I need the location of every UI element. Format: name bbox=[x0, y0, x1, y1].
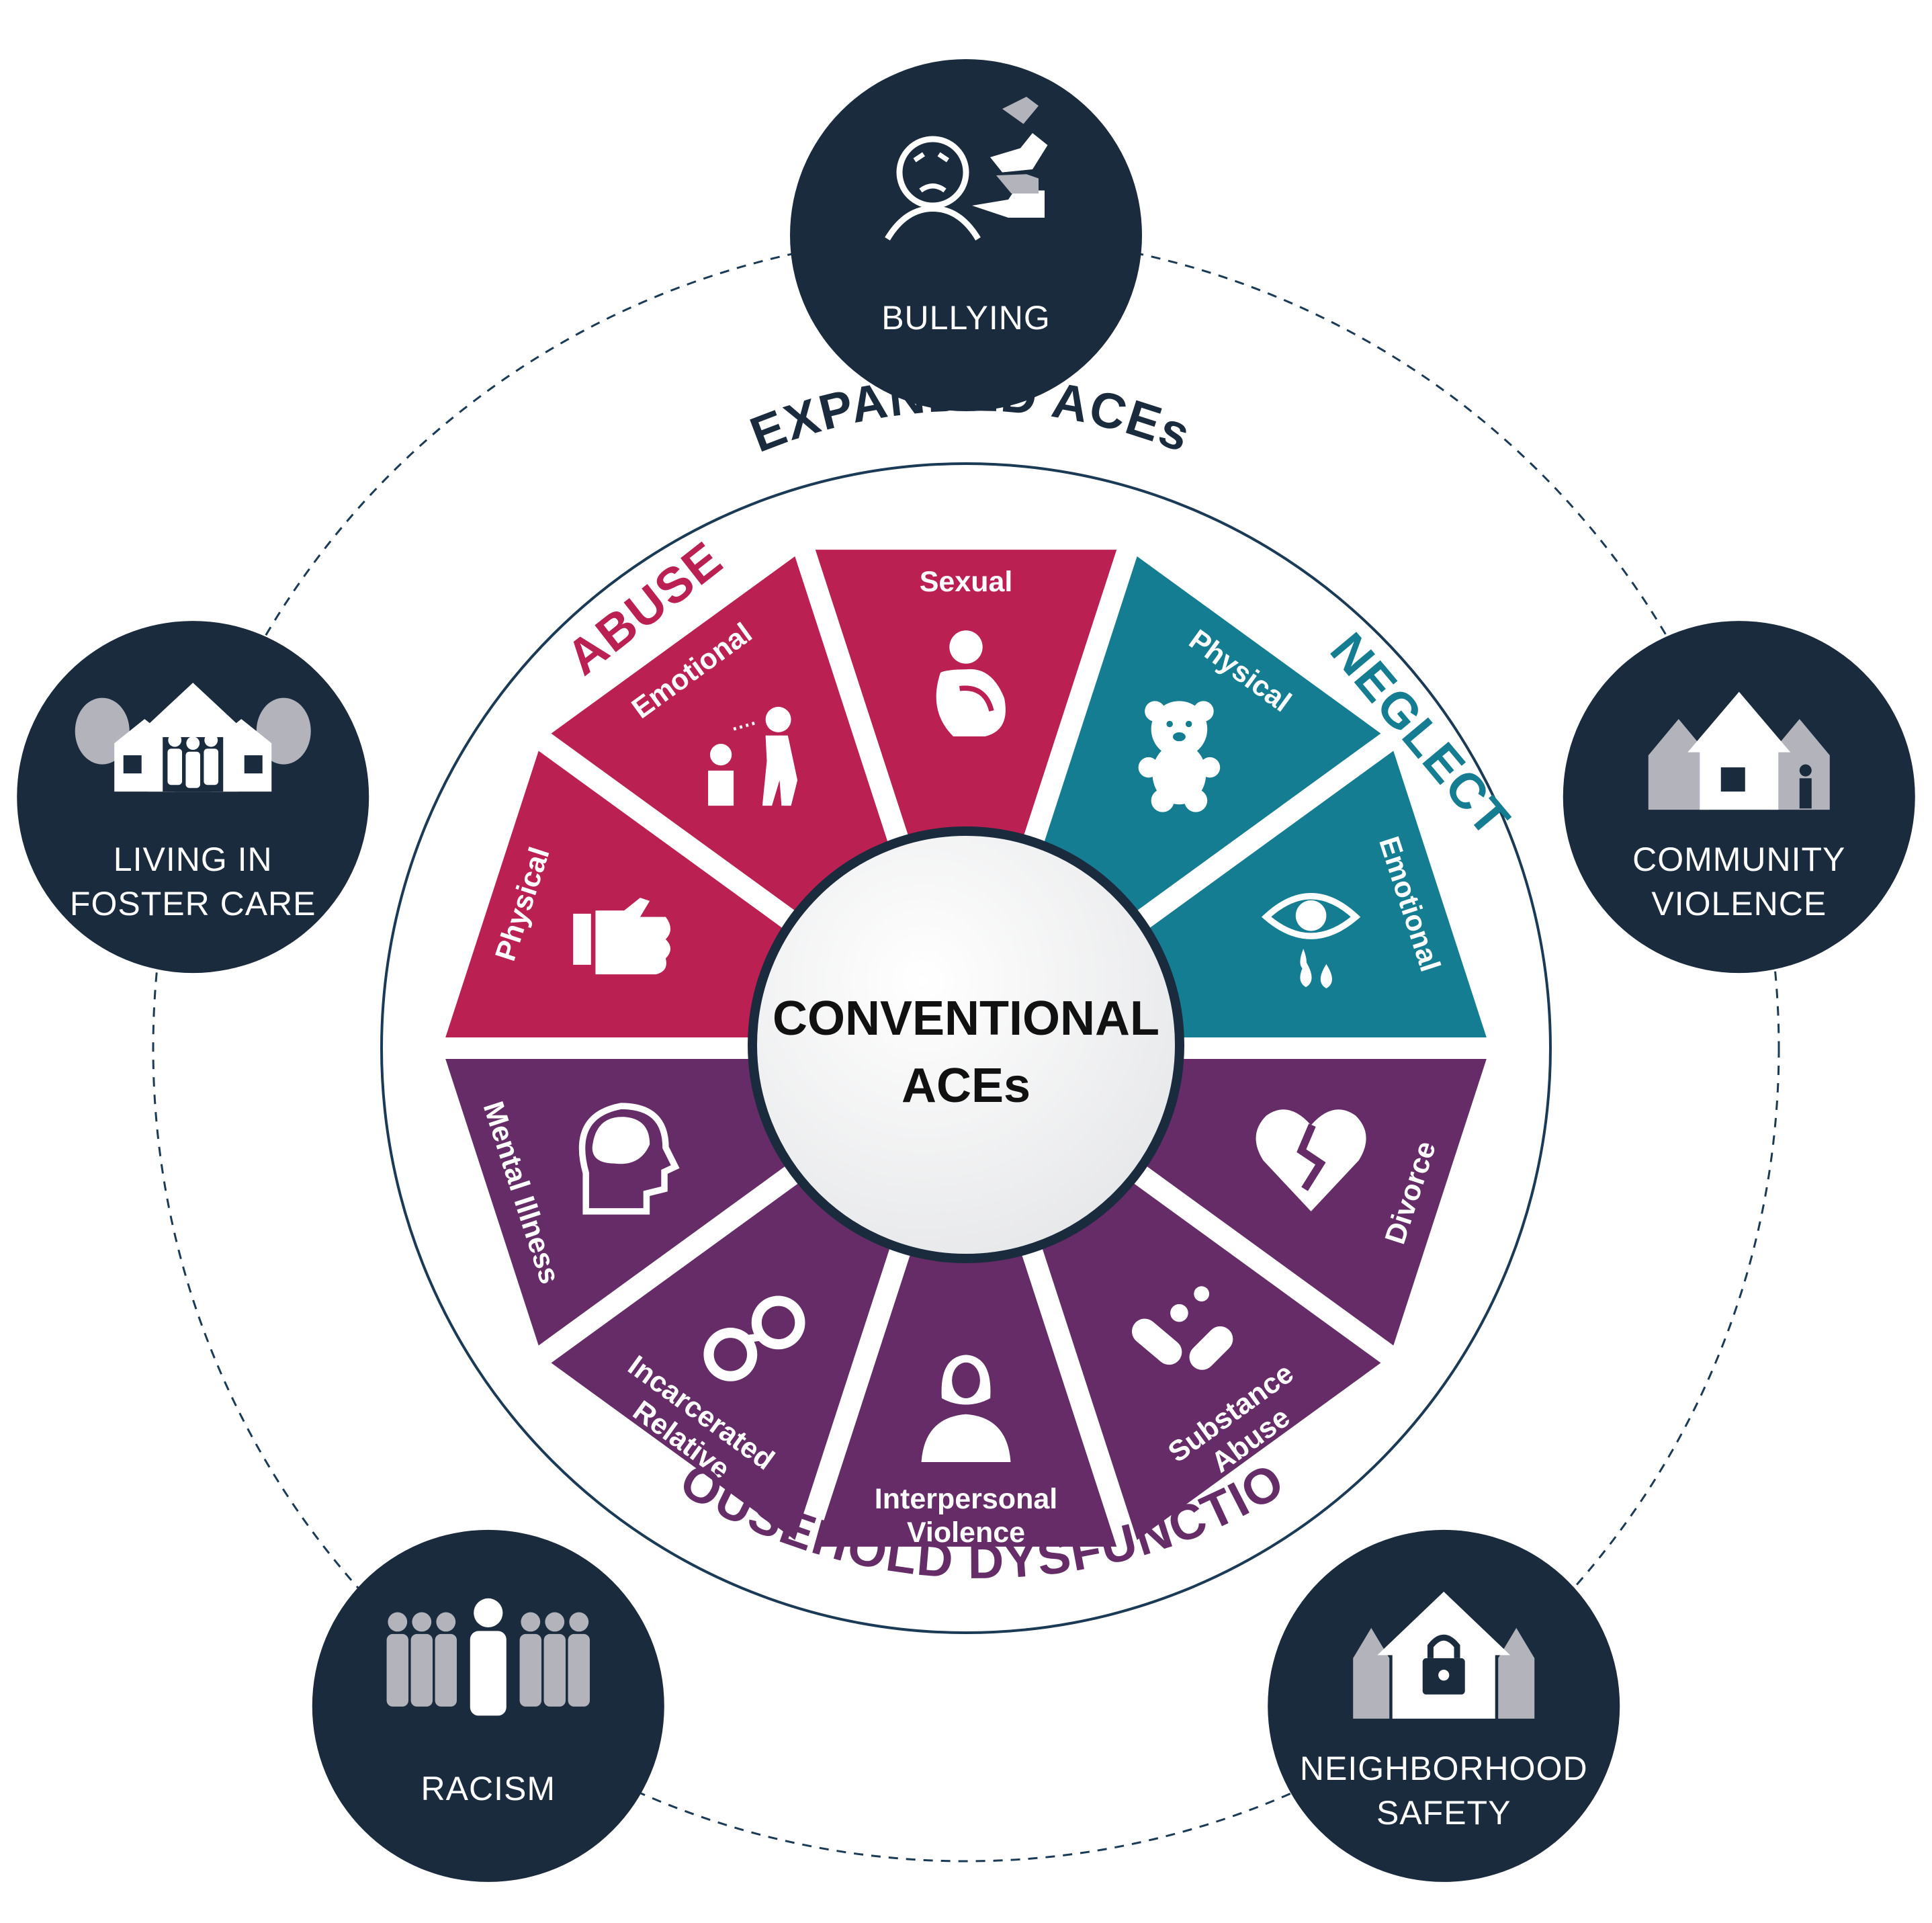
outer-label-community-violence: VIOLENCE bbox=[1651, 885, 1827, 923]
outer-item-foster-care: LIVING IN FOSTER CARE bbox=[17, 621, 369, 974]
sector-label-sexual: Sexual bbox=[920, 566, 1013, 598]
sector-label-line: Interpersonal bbox=[875, 1483, 1057, 1515]
house-lock-icon bbox=[1353, 1591, 1535, 1719]
sector-shape-abuse-emotional bbox=[551, 556, 894, 921]
outer-circle-bullying bbox=[790, 59, 1142, 411]
outer-label-foster-care: LIVING IN bbox=[114, 841, 273, 878]
handcuffs-icon bbox=[703, 1295, 805, 1381]
sector-shape-abuse-physical bbox=[445, 751, 797, 1038]
pointing-hands-icon bbox=[885, 97, 1048, 241]
yelling-adult-icon bbox=[708, 706, 798, 806]
outer-item-neighborhood-safety: NEIGHBORHOOD SAFETY bbox=[1268, 1529, 1620, 1882]
crying-eye-icon bbox=[1261, 893, 1361, 989]
outer-label-neighborhood-safety: NEIGHBORHOOD bbox=[1300, 1750, 1588, 1787]
sector-abuse-emotional: Emotional bbox=[551, 556, 894, 921]
conventional-aces-wheel: SexualPhysicalEmotionalDivorceSubstanceA… bbox=[445, 550, 1487, 1549]
sector-neglect-emotional: Emotional bbox=[1135, 751, 1487, 1038]
outer-label-bullying: BULLYING bbox=[881, 299, 1051, 337]
sector-divorce: Divorce bbox=[1135, 1058, 1487, 1346]
sector-abuse-physical: Physical bbox=[445, 751, 797, 1038]
expanded-aces-items: BULLYING COMMUNITY VIOLENCE NEIGHBORHOOD SAF… bbox=[17, 59, 1915, 1882]
fist-icon bbox=[573, 898, 671, 975]
outer-label-foster-care: FOSTER CARE bbox=[70, 885, 316, 923]
sector-sexual: Sexual bbox=[815, 550, 1117, 854]
center-title-line1: CONVENTIONAL bbox=[773, 992, 1159, 1045]
wheel-outer-ring bbox=[380, 462, 1552, 1634]
brain-head-icon bbox=[578, 1103, 680, 1215]
sector-shape-neglect-physical bbox=[1038, 556, 1381, 921]
outer-label-racism: RACISM bbox=[421, 1770, 556, 1807]
woman-icon bbox=[921, 1355, 1011, 1462]
broken-heart-icon bbox=[1256, 1109, 1366, 1211]
houses-icon bbox=[1648, 691, 1830, 810]
sector-shape-incarcerated-relative bbox=[551, 1175, 894, 1540]
curled-child-icon bbox=[936, 630, 1006, 736]
crowd-icon bbox=[386, 1598, 590, 1716]
center-circle bbox=[748, 826, 1184, 1263]
sector-label-line: Violence bbox=[907, 1516, 1025, 1549]
outer-item-community-violence: COMMUNITY VIOLENCE bbox=[1563, 621, 1915, 974]
teddy-bear-icon bbox=[1138, 701, 1221, 812]
family-house-icon bbox=[75, 683, 311, 792]
outer-label-neighborhood-safety: SAFETY bbox=[1376, 1794, 1511, 1832]
pills-icon bbox=[1131, 1286, 1233, 1370]
outer-label-community-violence: COMMUNITY bbox=[1632, 841, 1845, 878]
center-title-line2: ACEs bbox=[902, 1059, 1030, 1113]
outer-item-bullying: BULLYING bbox=[790, 59, 1142, 411]
sector-shape-mental-illness bbox=[445, 1058, 797, 1346]
outer-item-racism: RACISM bbox=[312, 1529, 664, 1882]
sector-label-line: Sexual bbox=[920, 566, 1013, 598]
